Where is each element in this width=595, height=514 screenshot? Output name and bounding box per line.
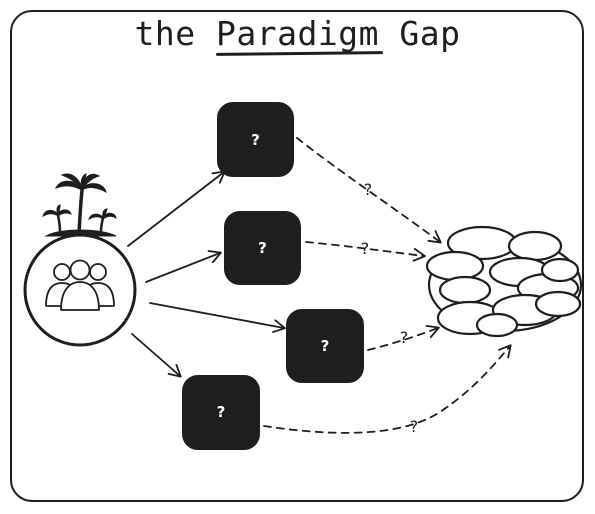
- path-label-1: ?: [364, 180, 373, 199]
- unknown-box-label: ?: [251, 131, 260, 149]
- path-label-3: ?: [400, 328, 409, 347]
- unknown-box-label: ?: [217, 403, 226, 421]
- unknown-box-3: ?: [286, 309, 364, 383]
- dashed-arrow-4: [263, 344, 512, 434]
- title-suffix: Gap: [378, 14, 461, 53]
- solid-arrows: [127, 170, 286, 378]
- dashed-arrows: [263, 137, 512, 434]
- title-prefix: the: [134, 14, 217, 53]
- dashed-arrow-3: [367, 324, 440, 351]
- unknown-box-label: ?: [258, 239, 267, 257]
- arrow-to-box-4: [131, 333, 182, 378]
- group-of-people-icon: [45, 259, 115, 311]
- dashed-arrow-2: [305, 241, 426, 262]
- diagram-title: the Paradigm Gap: [0, 14, 595, 53]
- dashed-arrow-1: [296, 137, 442, 244]
- unknown-box-4: ?: [182, 375, 260, 450]
- path-label-4: ?: [410, 417, 419, 436]
- palm-tree-island-icon: [42, 173, 117, 237]
- unknown-box-1: ?: [217, 102, 294, 177]
- unknown-box-label: ?: [321, 337, 330, 355]
- unknown-box-2: ?: [224, 211, 301, 285]
- arrow-to-box-2: [145, 250, 222, 283]
- arrow-to-box-3: [149, 302, 286, 333]
- diagram-frame: [10, 10, 584, 502]
- title-highlight: Paradigm: [216, 14, 379, 53]
- arrow-to-box-1: [127, 170, 226, 247]
- cloud-cluster-icon: [425, 225, 583, 338]
- path-label-2: ?: [361, 239, 370, 258]
